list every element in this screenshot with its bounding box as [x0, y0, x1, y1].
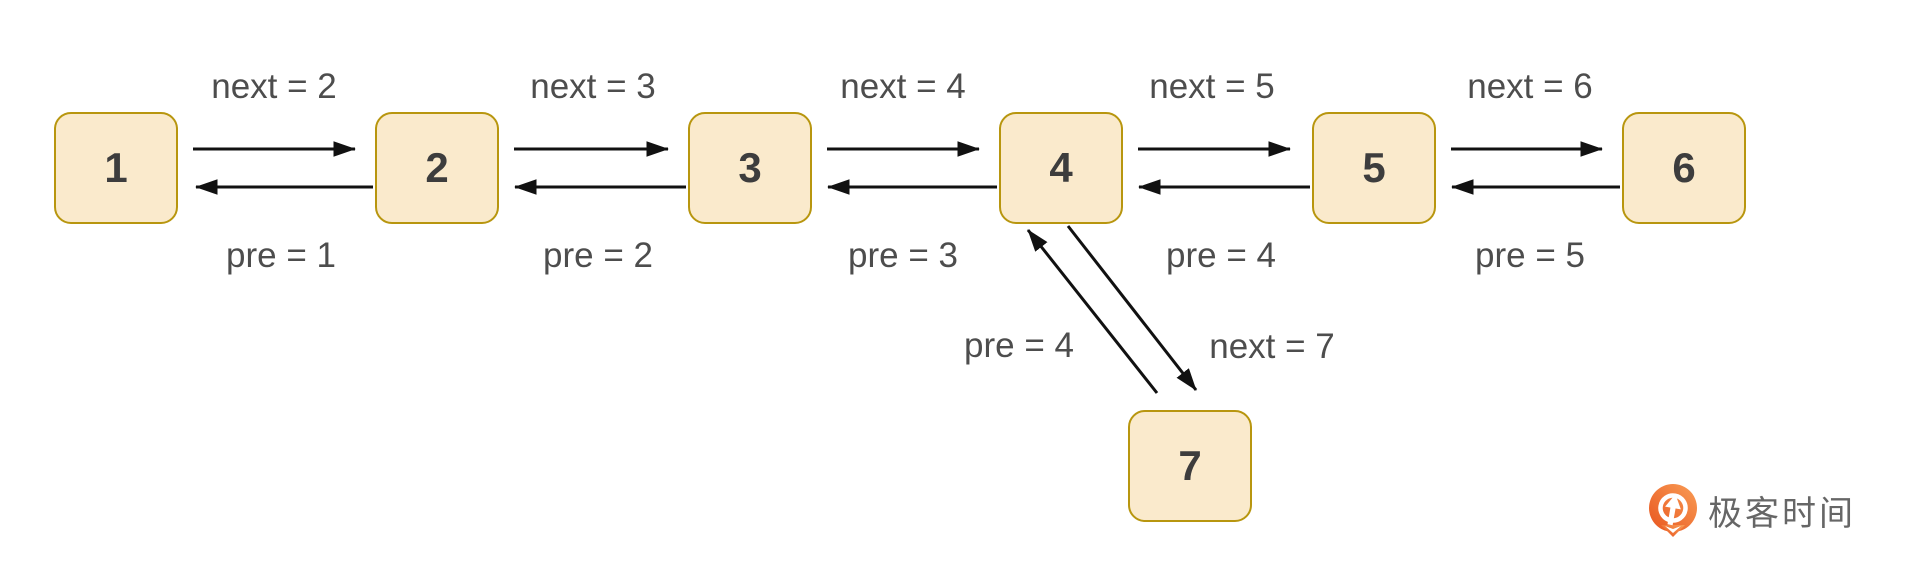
node-1: 1 [54, 112, 178, 224]
label-pre-7-4: pre = 4 [964, 326, 1074, 365]
node-3: 3 [688, 112, 812, 224]
node-2: 2 [375, 112, 499, 224]
label-next-2-3: next = 3 [530, 67, 656, 106]
label-pre-3-2: pre = 2 [543, 236, 653, 275]
label-pre-6-5: pre = 5 [1475, 236, 1585, 275]
label-next-4-7: next = 7 [1209, 327, 1335, 366]
node-7: 7 [1128, 410, 1252, 522]
arrow-pre-7-4 [1026, 229, 1159, 394]
geektime-logo-text: 极客时间 [1708, 494, 1856, 533]
label-next-4-5: next = 5 [1149, 67, 1275, 106]
label-pre-2-1: pre = 1 [226, 236, 336, 275]
label-pre-5-4: pre = 4 [1166, 236, 1276, 275]
label-next-1-2: next = 2 [211, 67, 337, 106]
geektime-logo: 极客时间 [1646, 483, 1856, 537]
node-6: 6 [1622, 112, 1746, 224]
label-next-5-6: next = 6 [1467, 67, 1593, 106]
node-4: 4 [999, 112, 1123, 224]
label-next-3-4: next = 4 [840, 67, 966, 106]
node-5: 5 [1312, 112, 1436, 224]
geektime-logo-icon [1649, 484, 1697, 537]
label-pre-4-3: pre = 3 [848, 236, 958, 275]
